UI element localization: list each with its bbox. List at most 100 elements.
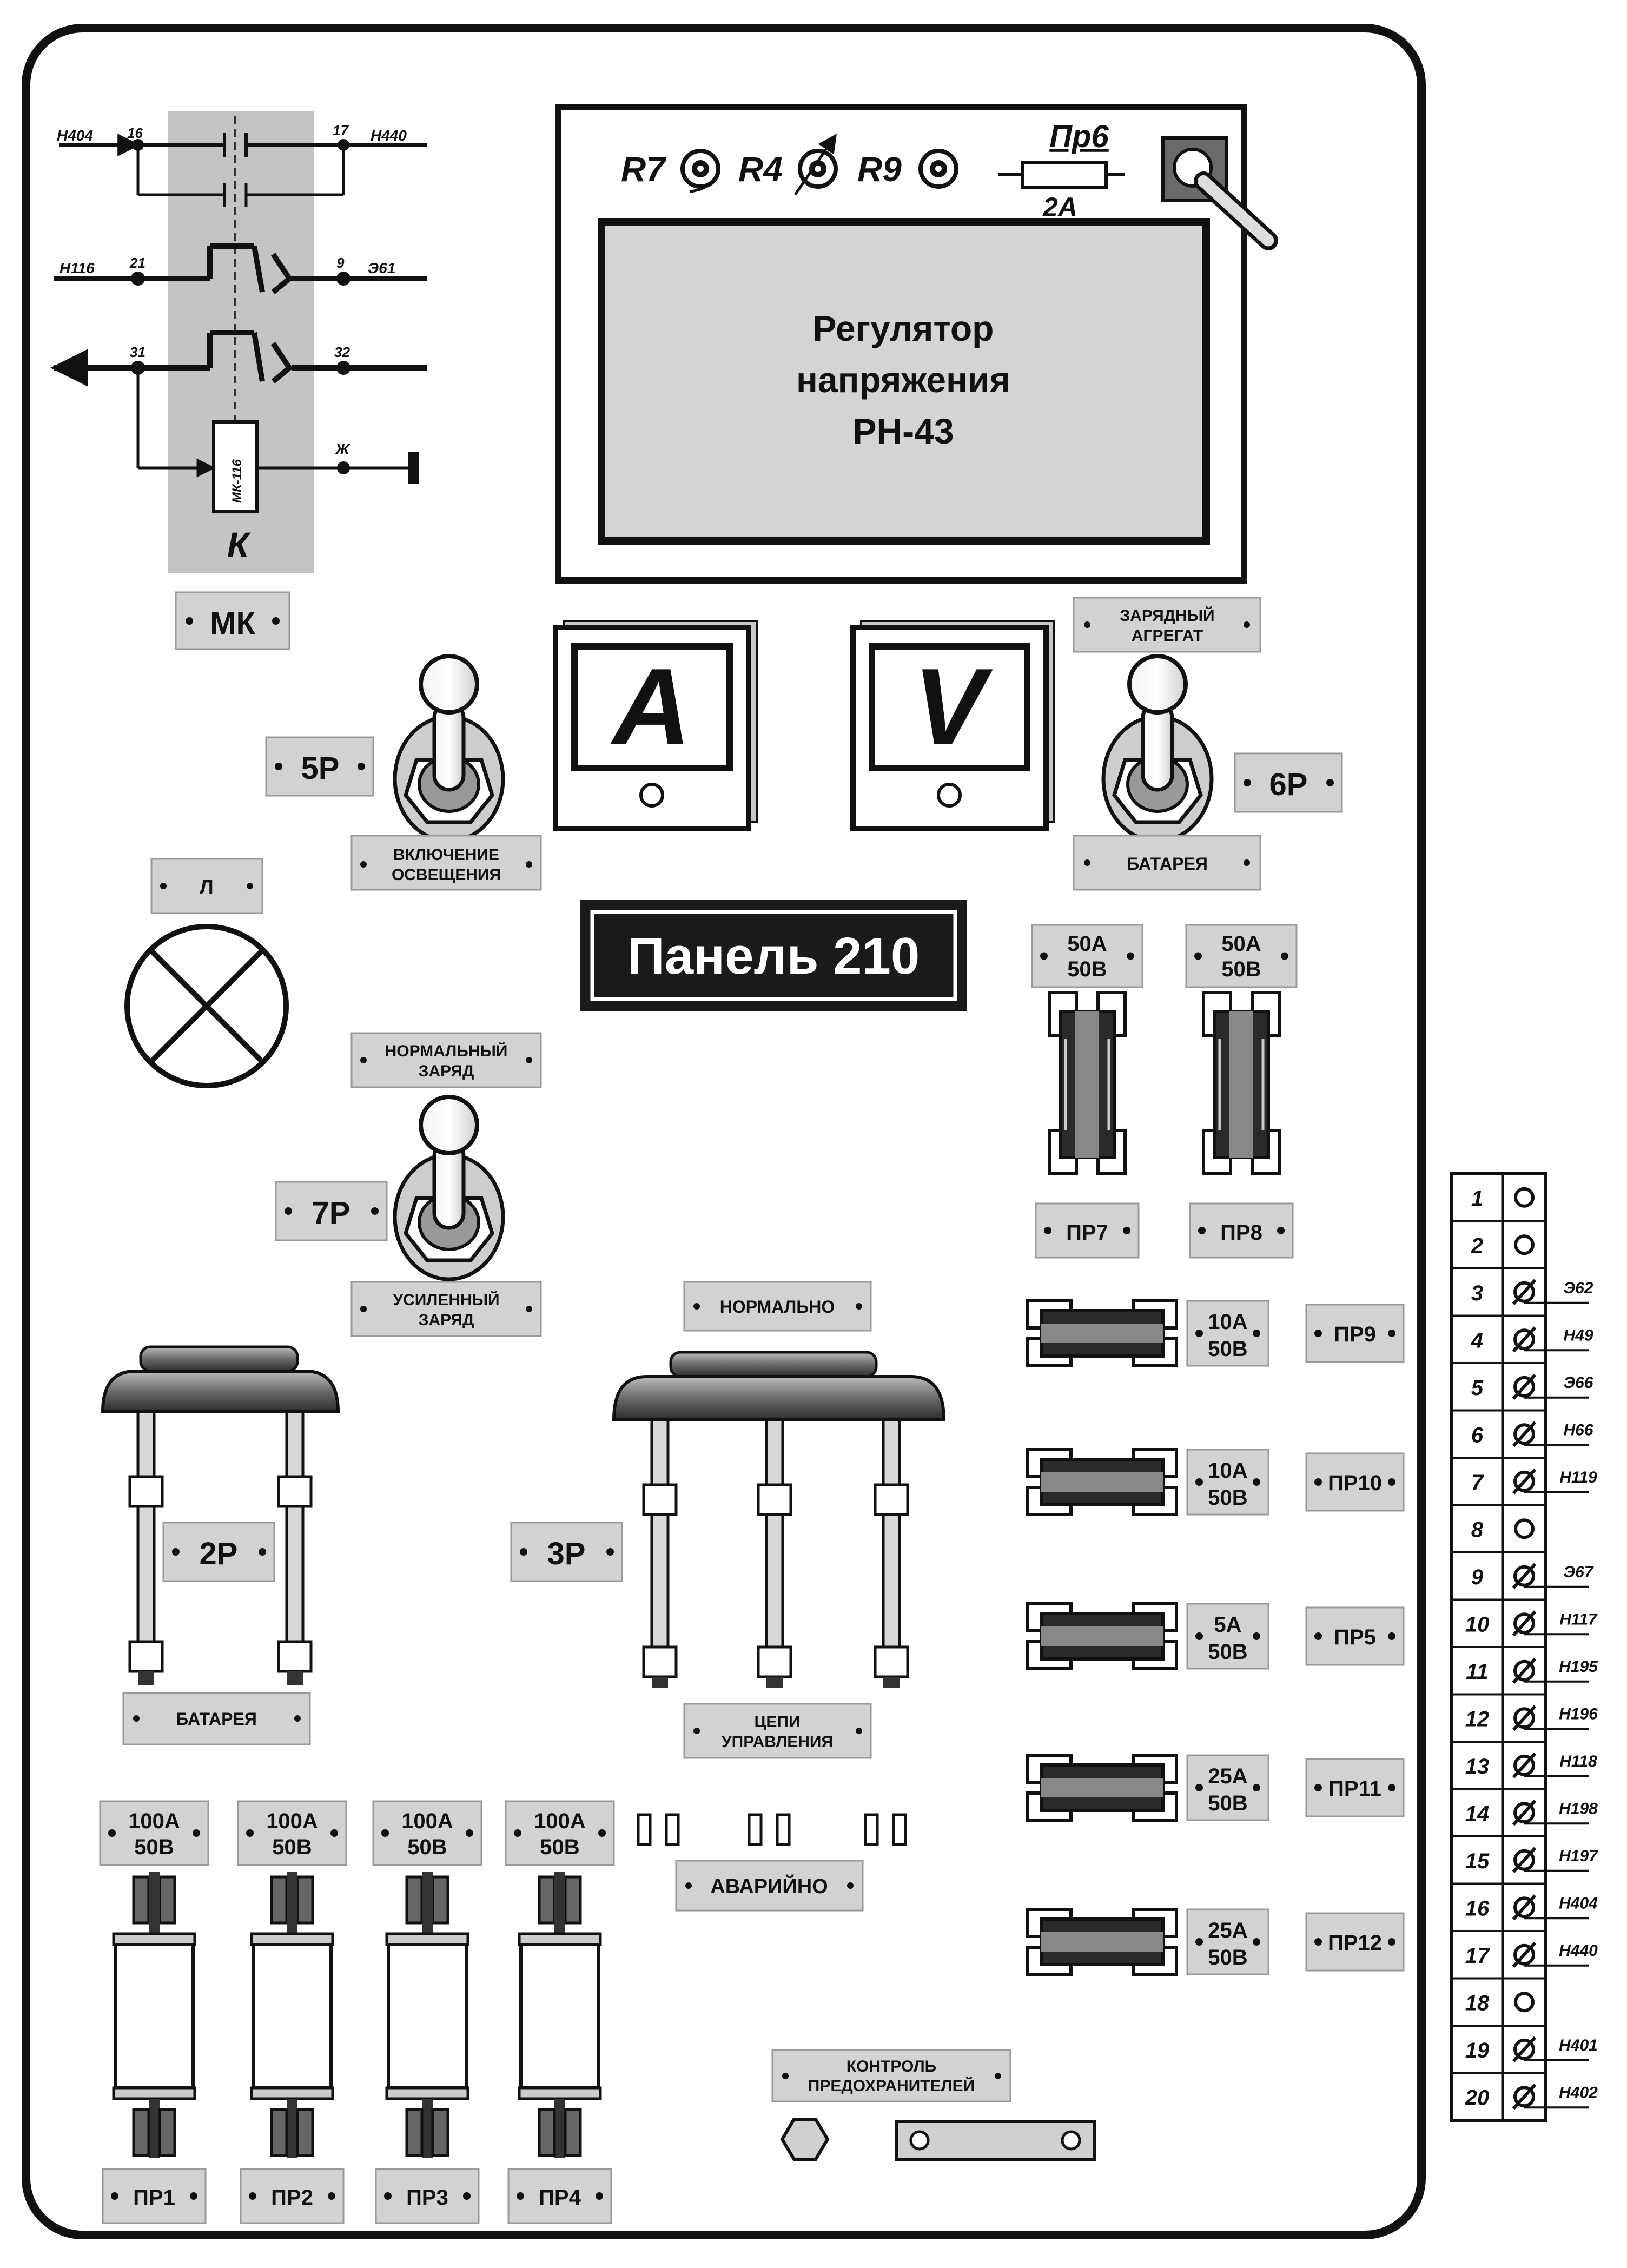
terminal-screw-icon [1512, 1800, 1589, 1826]
fuse-cartridge[interactable] [250, 1872, 334, 2158]
fuse-volt-rating: 50В [1208, 1946, 1247, 1969]
coil-mk116 [212, 420, 259, 513]
terminal-2[interactable]: 2 [1451, 1220, 1546, 1258]
node-17: 17 [333, 122, 349, 138]
terminal-screw-icon [1512, 2084, 1589, 2110]
terminal-open-icon [1514, 1187, 1535, 1208]
fuse-cartridge[interactable] [1026, 1754, 1178, 1822]
terminal-1[interactable]: 1 [1471, 1187, 1535, 1211]
fuse-cartridge[interactable] [112, 1872, 196, 2158]
svg-text:БАТАРЕЯ: БАТАРЕЯ [176, 1709, 257, 1729]
wire-e61: Э61 [368, 260, 395, 276]
svg-text:НОРМАЛЬНЫЙ: НОРМАЛЬНЫЙ [385, 1042, 508, 1060]
panel-title-text: Панель 210 [627, 927, 920, 985]
terminal-18[interactable]: 18 [1451, 1977, 1546, 2015]
fuse-amp-rating: 50А [1221, 932, 1261, 956]
fuse-volt-rating: 50В [540, 1835, 579, 1859]
fuse-cartridge[interactable] [1026, 1448, 1178, 1516]
fuse-cartridge[interactable] [1026, 1908, 1178, 1976]
fuse-cartridge[interactable] [518, 1872, 602, 2158]
terminal-wire-label: Н440 [1559, 1942, 1598, 1960]
fuse-cartridge[interactable] [1202, 991, 1281, 1175]
terminal-wire-label: Н198 [1559, 1800, 1598, 1817]
fuse-amp-rating: 10А [1208, 1310, 1247, 1334]
label-normally: НОРМАЛЬНО [683, 1281, 872, 1332]
ammeter-adjust-screw[interactable] [639, 783, 664, 808]
label-6p: 6Р [1234, 752, 1343, 813]
terminal-number: 19 [1465, 2039, 1490, 2062]
terminal-wire-label: Н118 [1559, 1753, 1597, 1770]
label-charger-unit: ЗАРЯДНЫЙ АГРЕГАТ [1073, 597, 1261, 653]
knife-switch-2p[interactable] [101, 1345, 340, 1685]
fuse-name-plate: ПР7 [1035, 1202, 1140, 1259]
svg-text:БАТАРЕЯ: БАТАРЕЯ [1127, 854, 1208, 874]
fuse-name: ПР12 [1328, 1931, 1382, 1955]
toggle-switch-7p[interactable] [393, 1095, 505, 1281]
fuse-name-plate: ПР2 [240, 2168, 345, 2224]
fuse-control-button[interactable] [780, 2118, 830, 2161]
contactor-label: К [227, 525, 252, 565]
fuse-name: ПР11 [1328, 1777, 1381, 1801]
toggle-switch-5p[interactable] [393, 654, 505, 843]
terminal-8[interactable]: 8 [1451, 1504, 1546, 1542]
terminal-screw-icon [1512, 1610, 1589, 1637]
node-21: 21 [129, 255, 145, 271]
voltmeter-adjust-screw[interactable] [937, 783, 962, 808]
fuse-cartridge[interactable] [385, 1872, 469, 2158]
wire-h404: Н404 [57, 127, 93, 144]
terminal-wire-label: Э66 [1564, 1374, 1593, 1392]
fuse-name-plate: ПР5 [1305, 1606, 1405, 1666]
svg-text:Л: Л [200, 876, 213, 898]
svg-text:ВКЛЮЧЕНИЕ: ВКЛЮЧЕНИЕ [393, 846, 499, 864]
fuse-cartridge[interactable] [1048, 991, 1127, 1175]
fuse-cartridge[interactable] [1026, 1299, 1178, 1367]
knife-switch-3p[interactable] [612, 1351, 946, 1688]
svg-text:АГРЕГАТ: АГРЕГАТ [1132, 627, 1203, 645]
fuse-volt-rating: 50В [1067, 957, 1107, 981]
terminal-wire-label: Н49 [1563, 1326, 1593, 1344]
svg-text:ЗАРЯДНЫЙ: ЗАРЯДНЫЙ [1120, 606, 1214, 625]
terminal-wire-label: Н197 [1559, 1847, 1598, 1865]
fuse-pr6-name: Пр6 [1049, 119, 1109, 154]
fuse-cartridge[interactable] [1026, 1602, 1178, 1670]
terminal-screw-icon [1512, 1373, 1589, 1400]
panel-title: Панель 210 [580, 900, 967, 1011]
wire-h440: Н440 [371, 127, 407, 144]
svg-text:6Р: 6Р [1269, 767, 1308, 802]
toggle-switch-6p[interactable] [1101, 654, 1214, 843]
